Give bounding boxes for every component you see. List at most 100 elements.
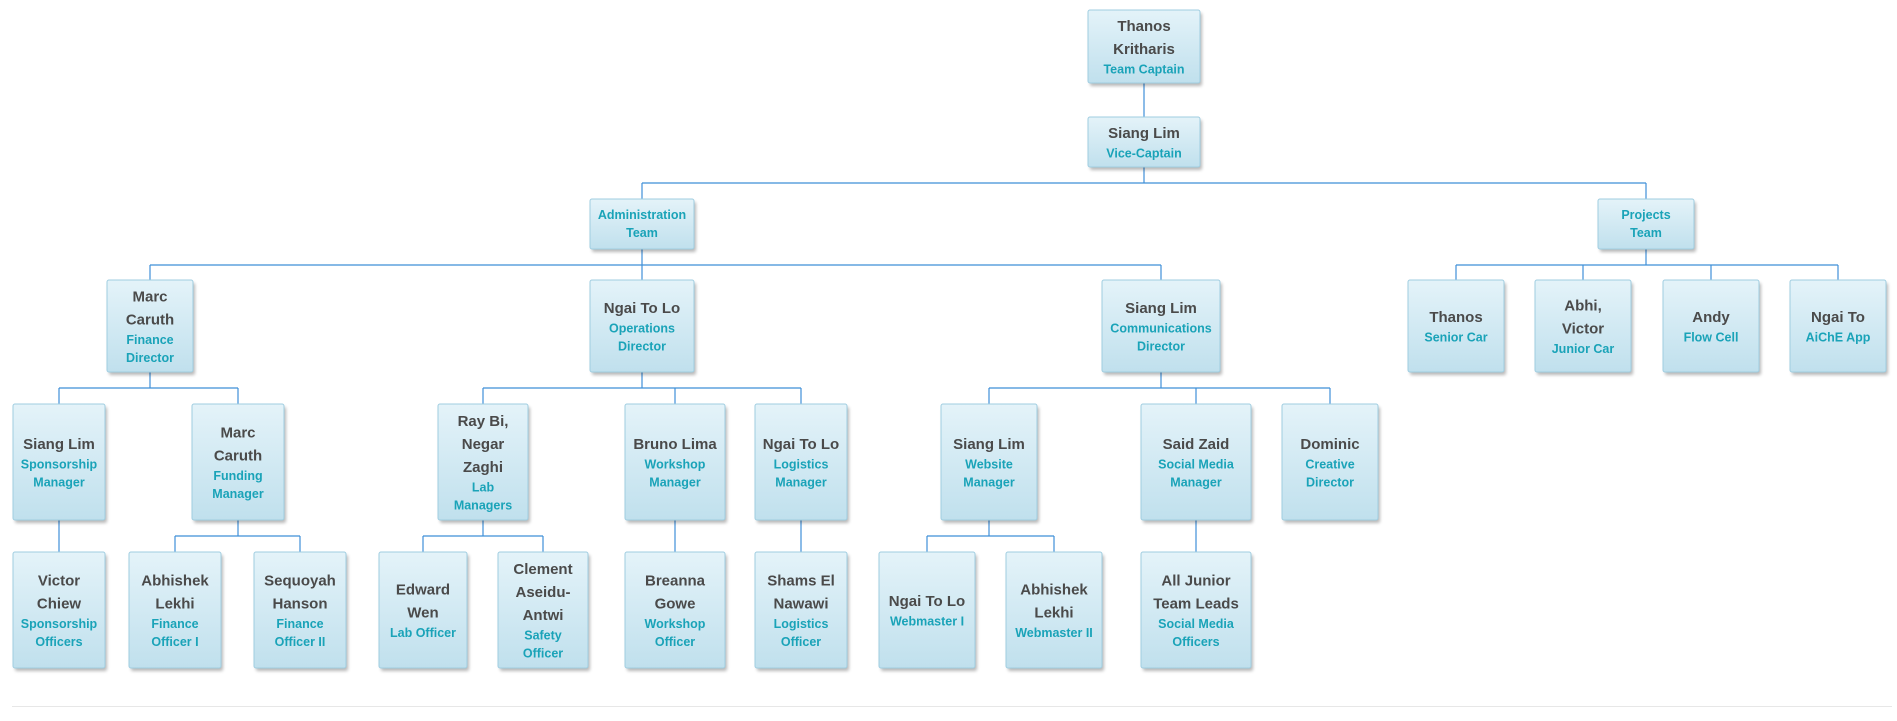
connector-funding_mgr [174,520,301,552]
role-title: Finance [126,333,173,347]
person-name: Ngai To Lo [604,300,680,317]
role-title: Vice-Captain [1106,146,1182,160]
node-box [1140,403,1252,521]
role-title: Team Captain [1103,62,1184,76]
role-title: Webmaster I [890,614,964,628]
node-box [106,279,194,373]
node-box [1281,403,1379,521]
role-title: Operations [609,321,675,335]
node-box [589,198,695,250]
node-box [378,551,468,669]
role-title: Administration [598,208,686,222]
connector-projects [1455,249,1839,280]
person-name: Ngai To Lo [889,593,965,610]
role-title: Sponsorship [21,617,98,631]
node-box [1789,279,1887,373]
role-title: Safety [524,628,562,642]
role-title: Communications [1110,321,1211,335]
person-name: Siang Lim [23,436,95,453]
role-title: Officers [1172,635,1219,649]
org-node-webmaster_1[interactable]: Ngai To Lo Webmaster I [878,551,977,671]
role-title: Manager [212,487,264,501]
role-title: Creative [1305,457,1354,471]
role-title: Website [965,457,1013,471]
node-box [1662,279,1760,373]
node-box [878,551,976,669]
person-name: Sequoyah [264,573,336,590]
role-title: Junior Car [1552,342,1615,356]
person-name: Said Zaid [1163,436,1230,453]
role-title: Manager [649,475,701,489]
person-name: Antwi [523,607,564,624]
role-title: Team [1630,226,1662,240]
node-box [754,551,848,669]
person-name: Victor [38,573,80,590]
person-name: Marc [132,289,167,306]
person-name: Ngai To Lo [763,436,839,453]
role-title: Team [626,226,658,240]
role-title: Funding [213,469,262,483]
role-title: Managers [454,498,512,512]
node-box [1005,551,1103,669]
person-name: Team Leads [1153,596,1239,613]
person-name: Shams El [767,573,835,590]
role-title: Officers [35,635,82,649]
role-title: Logistics [774,617,829,631]
role-title: Officer [655,635,695,649]
person-name: Siang Lim [1108,125,1180,142]
node-box [253,551,347,669]
person-name: Gowe [655,596,696,613]
node-box [624,403,726,521]
node-box [1101,279,1221,373]
role-title: Director [618,339,666,353]
person-name: Wen [407,605,438,622]
role-title: Sponsorship [21,457,98,471]
person-name: Abhi, [1564,298,1602,315]
role-title: Officer II [275,635,326,649]
node-box [1087,9,1201,84]
node-box [437,403,529,521]
node-box [940,403,1038,521]
person-name: Zaghi [463,459,503,476]
person-name: Edward [396,582,450,599]
node-box [191,403,285,521]
person-name: Chiew [37,596,82,613]
person-name: Thanos [1117,18,1170,35]
person-name: Hanson [272,596,327,613]
person-name: Marc [220,425,255,442]
connector-website_mgr [926,520,1055,552]
person-name: Kritharis [1113,41,1175,58]
role-title: Social Media [1158,457,1235,471]
role-title: Logistics [774,457,829,471]
node-box [589,279,695,373]
